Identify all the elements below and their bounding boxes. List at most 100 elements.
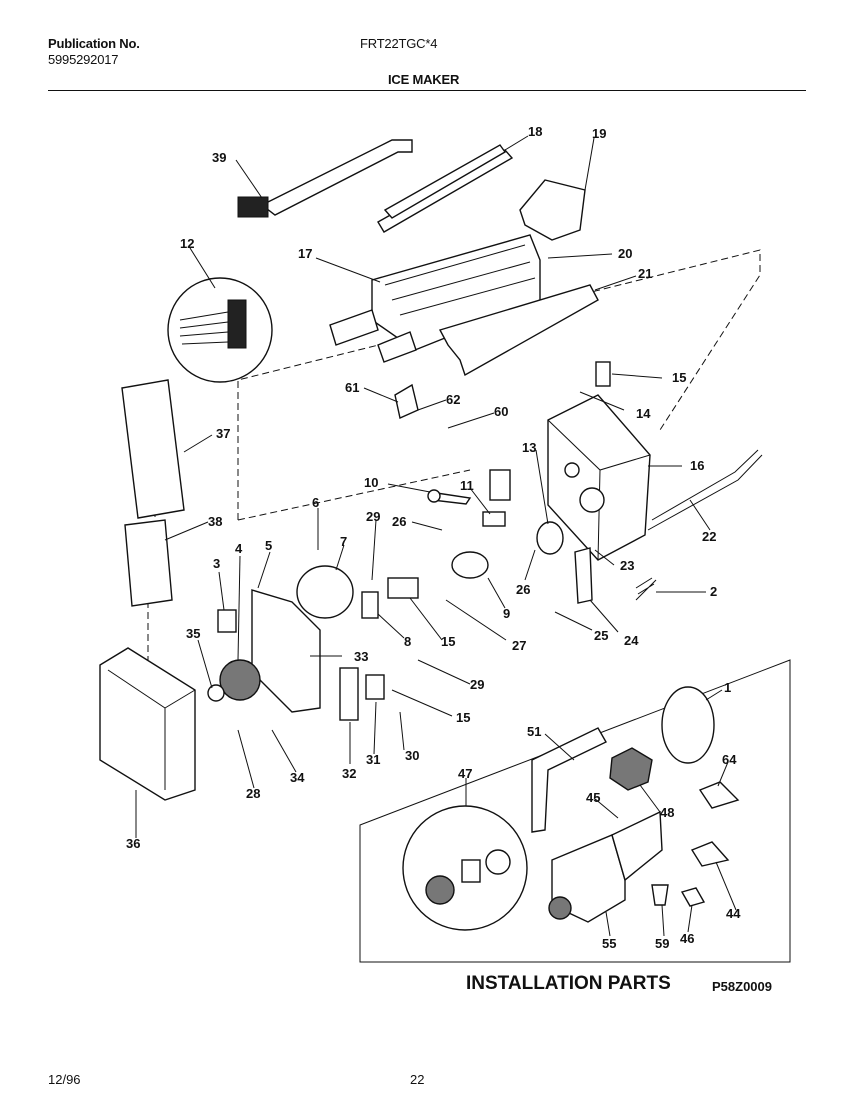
gasket-1 (661, 686, 715, 764)
connector-block (489, 469, 511, 501)
fitting-59 (651, 884, 669, 906)
model-number: FRT22TGC*4 (360, 36, 438, 51)
callout-29-a: 29 (366, 509, 380, 524)
callout-55: 55 (602, 936, 616, 951)
callout-60: 60 (494, 404, 508, 419)
callout-35: 35 (186, 626, 200, 641)
shutoff-arm-22 (647, 449, 763, 531)
valve-detail-47 (402, 805, 528, 931)
thermostat-11 (482, 511, 506, 527)
callout-12: 12 (180, 236, 194, 251)
callout-30: 30 (405, 748, 419, 763)
motor-13 (536, 521, 564, 555)
callout-36: 36 (126, 836, 140, 851)
callout-38: 38 (208, 514, 222, 529)
callout-33: 33 (354, 649, 368, 664)
callout-3: 3 (213, 556, 220, 571)
callout-14: 14 (636, 406, 651, 421)
publication-number: 5995292017 (48, 52, 119, 67)
callout-44: 44 (726, 906, 741, 921)
switch-8 (361, 591, 379, 619)
water-valve-55 (548, 810, 663, 923)
clamp-64 (698, 781, 740, 809)
callout-24: 24 (624, 633, 639, 648)
callout-39: 39 (212, 150, 226, 165)
bracket-61 (394, 383, 419, 419)
callout-5: 5 (265, 538, 272, 553)
callout-59: 59 (655, 936, 669, 951)
clamp-46 (680, 887, 706, 907)
callout-31: 31 (366, 752, 380, 767)
callout-64: 64 (722, 752, 737, 767)
callout-34: 34 (290, 770, 305, 785)
callout-2: 2 (710, 584, 717, 599)
washer-35 (207, 684, 225, 702)
callout-1: 1 (724, 680, 731, 695)
callout-6: 6 (312, 495, 319, 510)
callout-62: 62 (446, 392, 460, 407)
callout-15-a: 15 (672, 370, 686, 385)
installation-parts-title: INSTALLATION PARTS (466, 973, 671, 994)
instruction-sheet-38 (124, 519, 173, 607)
header-rule (48, 90, 806, 91)
callout-27: 27 (512, 638, 526, 653)
lever-24 (574, 547, 593, 604)
drawing-code: P58Z0009 (712, 979, 772, 994)
callout-46: 46 (680, 931, 694, 946)
callout-15-b: 15 (441, 634, 455, 649)
callout-9: 9 (503, 606, 510, 621)
shut-off-arm-21 (438, 284, 599, 377)
switch-15-mid (387, 577, 419, 599)
callout-23: 23 (620, 558, 634, 573)
callout-15-c: 15 (456, 710, 470, 725)
tube-51 (531, 727, 607, 833)
callout-20: 20 (618, 246, 632, 261)
cam-9 (451, 551, 489, 579)
bracket-32 (339, 667, 359, 721)
motor-7 (296, 565, 354, 619)
callout-51: 51 (527, 724, 541, 739)
callout-29-b: 29 (470, 677, 484, 692)
leader-lines (135, 135, 737, 937)
callout-21: 21 (638, 266, 652, 281)
wire-harness-39 (237, 139, 413, 218)
callout-17: 17 (298, 246, 312, 261)
callout-7: 7 (340, 534, 347, 549)
callout-47: 47 (458, 766, 472, 781)
gear-4 (219, 659, 261, 701)
housing-16 (547, 394, 651, 561)
callout-37: 37 (216, 426, 230, 441)
callout-25: 25 (594, 628, 608, 643)
ejector-18 (377, 144, 514, 233)
label-3 (217, 609, 237, 633)
callout-26-a: 26 (392, 514, 406, 529)
callout-22: 22 (702, 529, 716, 544)
callout-19: 19 (592, 126, 606, 141)
callout-numbers: 39 18 19 12 17 20 21 15 14 61 62 60 37 1… (126, 124, 741, 951)
callout-48: 48 (660, 805, 674, 820)
clamp-44 (690, 841, 730, 867)
callout-13: 13 (522, 440, 536, 455)
footer-date: 12/96 (48, 1072, 81, 1087)
callout-26-b: 26 (516, 582, 530, 597)
manual-37 (121, 379, 185, 519)
nut-48 (609, 747, 653, 791)
page-number: 22 (410, 1072, 425, 1087)
callout-45: 45 (586, 790, 600, 805)
switch-31 (365, 674, 385, 700)
cover-19 (519, 179, 586, 241)
callout-4: 4 (235, 541, 243, 556)
callout-10: 10 (364, 475, 378, 490)
section-title: ICE MAKER (388, 72, 460, 87)
publication-label: Publication No. (48, 36, 140, 51)
frame-36 (99, 647, 196, 801)
callout-8: 8 (404, 634, 411, 649)
callout-61: 61 (345, 380, 359, 395)
spring-2 (635, 577, 657, 601)
connector-detail-12 (167, 277, 273, 383)
callout-16: 16 (690, 458, 704, 473)
callout-11: 11 (460, 478, 474, 493)
callout-28: 28 (246, 786, 260, 801)
callout-18: 18 (528, 124, 542, 139)
